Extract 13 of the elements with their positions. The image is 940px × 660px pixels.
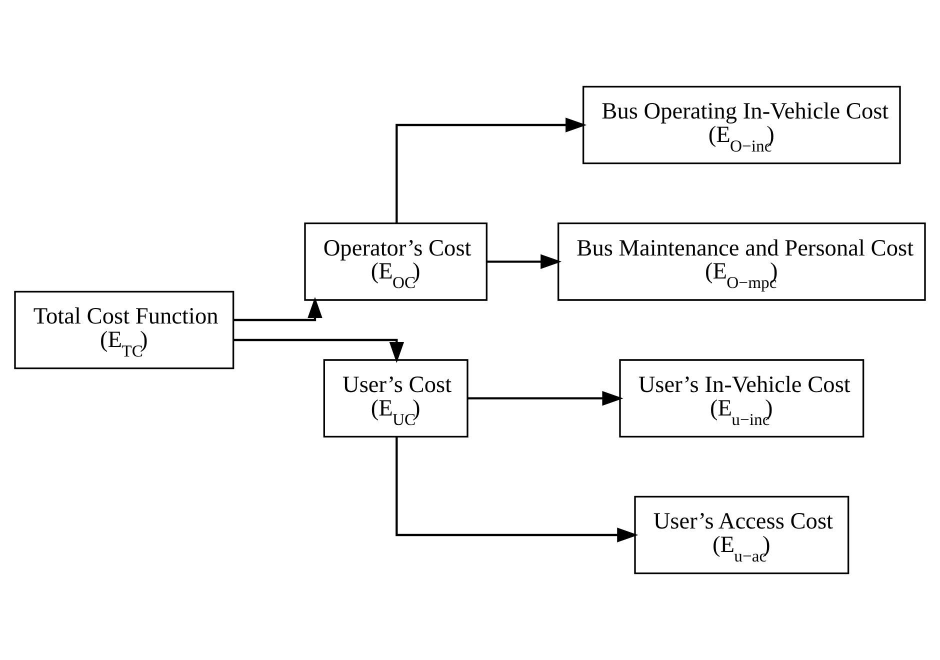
node-box: Bus Operating In-Vehicle Cost (E$_{O−inc}$) bbox=[582, 86, 901, 164]
node-box: Operator’s Cost (E$_{OC}$) bbox=[304, 222, 488, 301]
node-box: User’s Access Cost (E$_{u−ac}$) bbox=[634, 496, 850, 574]
node-box: User’s In-Vehicle Cost (E$_{u−inc}$) bbox=[619, 359, 864, 438]
arrow bbox=[233, 338, 404, 364]
arrow bbox=[234, 296, 322, 322]
arrow bbox=[396, 118, 587, 223]
node-box: User’s Cost (E$_{UC}$) bbox=[323, 359, 468, 438]
arrow bbox=[486, 254, 562, 270]
arrow bbox=[468, 390, 624, 406]
node-box: Bus Maintenance and Personal Cost (E$_{O−mpc}$) bbox=[558, 222, 926, 301]
arrow bbox=[396, 437, 638, 542]
node-box: Total Cost Function (E$_{TC}$) bbox=[14, 290, 234, 370]
